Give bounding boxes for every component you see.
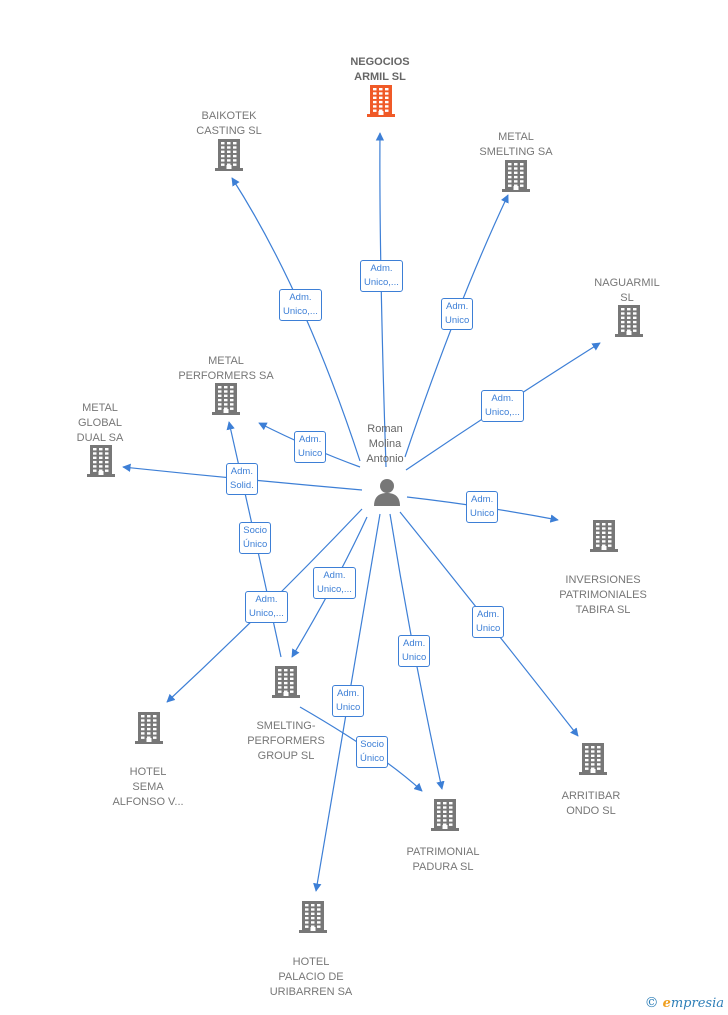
edge-label-patrimonial[interactable]: Adm. Unico (398, 635, 431, 667)
edge-label-naguarmil[interactable]: Adm. Unico,... (481, 390, 524, 422)
company-smelting-name[interactable]: SMELTING- PERFORMERS GROUP SL (247, 720, 325, 762)
company-naguarmil-name[interactable]: NAGUARMIL SL (594, 277, 660, 304)
company-arritibar-name[interactable]: ARRITIBAR ONDO SL (561, 790, 621, 817)
edge-label-hotelsema[interactable]: Adm. Unico,... (245, 591, 288, 623)
person-name[interactable]: Roman Molina Antonio (366, 423, 404, 465)
edge-label-inversiones[interactable]: Adm. Unico (466, 491, 499, 523)
copyright-symbol: © (644, 995, 659, 1011)
company-negocios-building-icon[interactable] (366, 84, 396, 123)
brand-initial: e (662, 996, 671, 1011)
edge-label-negocios[interactable]: Adm. Unico,... (360, 260, 403, 292)
company-patrimonial-name[interactable]: PATRIMONIAL PADURA SL (406, 846, 480, 873)
company-baikotek-name[interactable]: BAIKOTEK CASTING SL (196, 110, 262, 137)
edge-label-baikotek[interactable]: Adm. Unico,... (279, 289, 322, 321)
company-hotelpalacio-name[interactable]: HOTEL PALACIO DE URIBARREN SA (269, 956, 353, 998)
company-arritibar-building-icon[interactable] (578, 742, 608, 781)
edge-label-metalglobal[interactable]: Adm. Solid. (226, 463, 258, 495)
edge-label-arritibar[interactable]: Adm. Unico (472, 606, 505, 638)
company-inversiones-name[interactable]: INVERSIONES PATRIMONIALES TABIRA SL (559, 574, 647, 616)
edge-label-smelting-to-patrimonial[interactable]: Socio Único (356, 736, 389, 768)
company-metalperformers-building-icon[interactable] (211, 382, 241, 421)
company-metalsmelting-name[interactable]: METAL SMELTING SA (479, 131, 553, 158)
company-metalperformers-name[interactable]: METAL PERFORMERS SA (178, 355, 274, 382)
company-metalglobal-name[interactable]: METAL GLOBAL DUAL SA (76, 402, 124, 444)
edge-label-metalperformers[interactable]: Adm. Unico (294, 431, 327, 463)
company-metalglobal-building-icon[interactable] (86, 444, 116, 483)
edge-negocios (375, 132, 387, 468)
company-hotelsema-name[interactable]: HOTEL SEMA ALFONSO V... (112, 766, 184, 808)
company-hotelsema-building-icon[interactable] (134, 711, 164, 750)
brand-logo: ©empresia (645, 995, 724, 1011)
company-metalsmelting-building-icon[interactable] (501, 159, 531, 198)
edge-label-smelting-to-metalperformers[interactable]: Socio Único (239, 522, 272, 554)
company-negocios-name[interactable]: NEGOCIOS ARMIL SL (350, 56, 410, 83)
edge-label-metalsmelting[interactable]: Adm. Unico (441, 298, 474, 330)
edge-label-hotelpalacio[interactable]: Adm. Unico (332, 685, 365, 717)
company-patrimonial-building-icon[interactable] (430, 798, 460, 837)
company-baikotek-building-icon[interactable] (214, 138, 244, 177)
person-icon[interactable] (372, 477, 402, 512)
company-naguarmil-building-icon[interactable] (614, 304, 644, 343)
company-smelting-building-icon[interactable] (271, 665, 301, 704)
brand-name: mpresia (670, 996, 724, 1011)
company-inversiones-building-icon[interactable] (589, 519, 619, 558)
edge-label-smelting[interactable]: Adm. Unico,... (313, 567, 356, 599)
company-hotelpalacio-building-icon[interactable] (298, 900, 328, 939)
